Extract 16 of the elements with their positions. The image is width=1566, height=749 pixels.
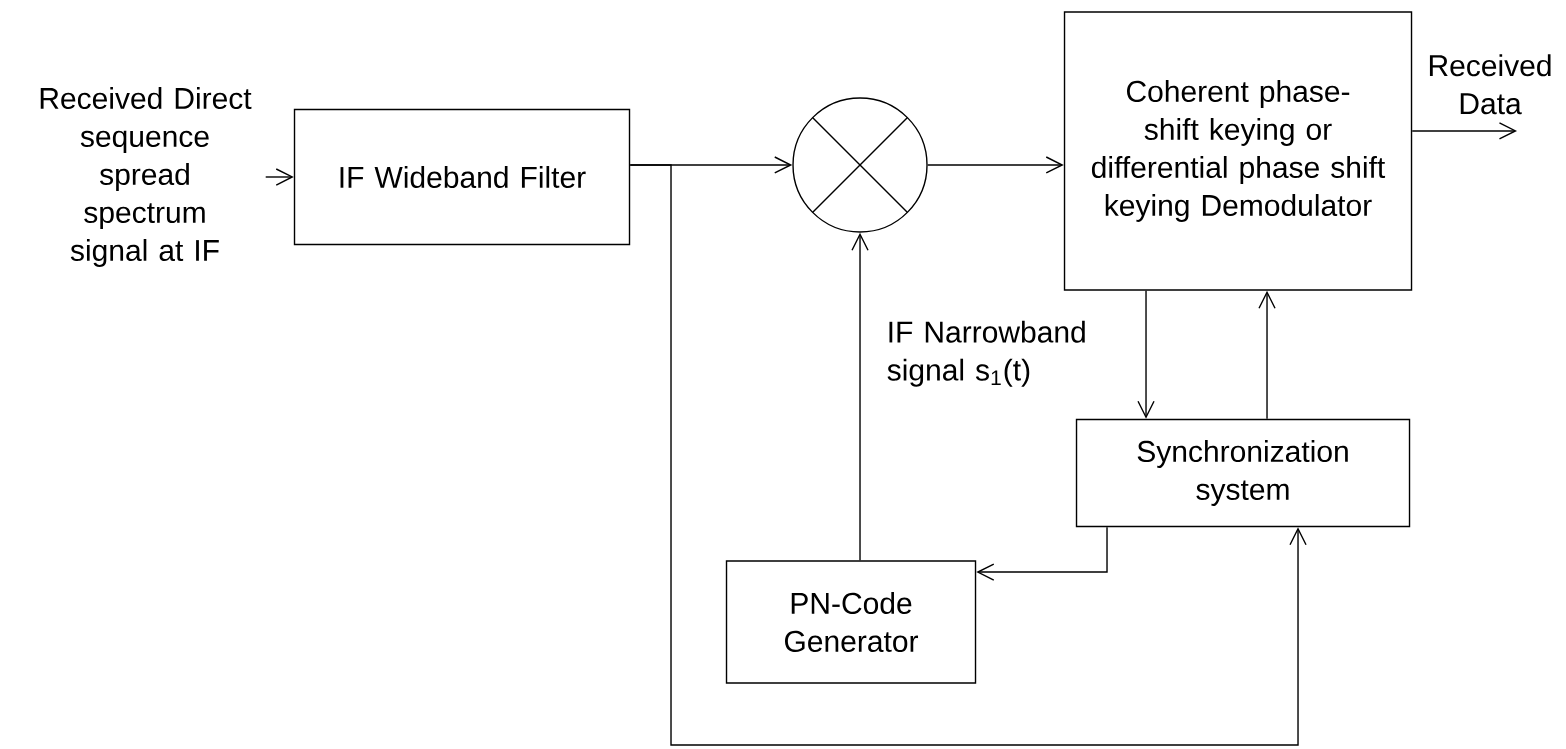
arrow: [629, 164, 1307, 746]
arrow: [1411, 122, 1518, 140]
block-box: Coherent phase-shift keying or differential phase shift keying Demodulator: [1063, 11, 1413, 291]
arrow: [927, 156, 1064, 174]
block-box: PN-Code Generator: [725, 560, 977, 684]
arrow: [851, 232, 869, 561]
arrow: [976, 526, 1108, 581]
block-box: Synchronization system: [1075, 418, 1411, 528]
mixer-circle: [792, 97, 928, 233]
arrow: [1258, 290, 1276, 420]
arrow: [265, 168, 294, 186]
signal-text: Received Direct sequence spread spectrum signal at IF: [40, 87, 252, 267]
arrow: [1137, 290, 1155, 419]
block-box: IF Wideband Filter: [293, 108, 631, 246]
signal-label: IF Narrowband signal s$_{1}$(t): [887, 320, 1085, 387]
signal-text: Received Data: [1429, 54, 1551, 115]
